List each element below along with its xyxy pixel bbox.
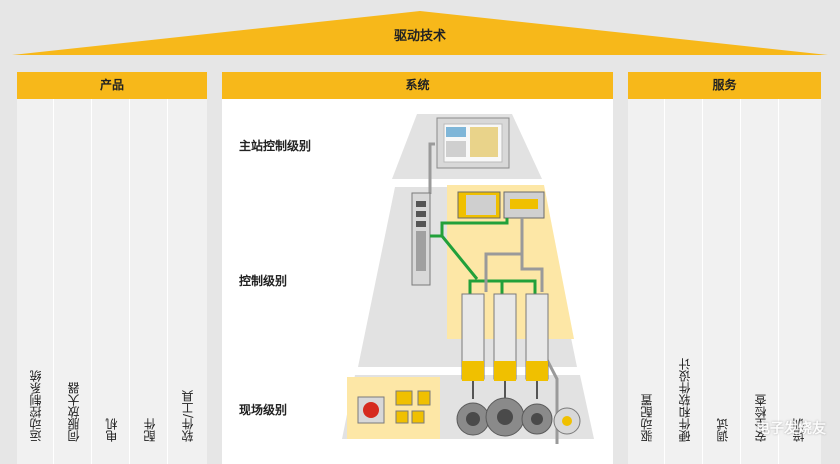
- product-label: 配件: [143, 418, 157, 442]
- service-label: 调试: [716, 418, 730, 442]
- service-label: 驱动配置: [640, 394, 654, 442]
- product-label: 运动控制系统: [29, 370, 43, 442]
- service-strip: 硬件和软件设计: [666, 99, 703, 464]
- product-label: 软件/工具: [181, 389, 195, 442]
- products-column: 产品 运动控制系统 伺服放大器 电机 配件 软件/工具: [17, 72, 207, 464]
- product-strip: 配件: [131, 99, 168, 464]
- service-strip: 调试: [704, 99, 741, 464]
- field-sensor: [417, 390, 431, 406]
- products-body: 运动控制系统 伺服放大器 电机 配件 软件/工具: [17, 99, 207, 464]
- service-strip: 驱动配置: [628, 99, 665, 464]
- service-strip: 安全检查: [742, 99, 779, 464]
- services-body: 驱动配置 硬件和软件设计 调试 安全检查 培训: [628, 99, 821, 464]
- wire: [484, 252, 522, 292]
- level-label-control: 控制级别: [239, 274, 288, 288]
- services-header: 服务: [628, 72, 821, 99]
- service-strip: 培训: [780, 99, 816, 464]
- field-sensor: [395, 390, 413, 406]
- roof-title: 驱动技术: [393, 29, 446, 44]
- system-column: 系统: [222, 72, 613, 464]
- roof-banner: [12, 11, 828, 55]
- product-strip: 伺服放大器: [55, 99, 92, 464]
- products-header: 产品: [17, 72, 207, 99]
- level-label-field: 现场级别: [239, 403, 288, 417]
- network-line: [440, 235, 479, 280]
- network-line: [430, 218, 509, 238]
- system-pyramid: [342, 114, 594, 444]
- services-column: 服务 驱动配置 硬件和软件设计 调试 安全检查 培训: [628, 72, 821, 464]
- product-strip: 电机: [93, 99, 130, 464]
- level-label-master: 主站控制级别: [239, 139, 312, 153]
- product-label: 电机: [105, 418, 119, 442]
- product-label: 伺服放大器: [67, 382, 81, 442]
- system-header: 系统: [222, 72, 613, 99]
- field-sensor: [395, 410, 409, 424]
- product-strip: 软件/工具: [169, 99, 205, 464]
- field-sensor: [411, 410, 425, 424]
- watermark: 电子发烧友: [756, 421, 826, 437]
- product-strip: 运动控制系统: [17, 99, 54, 464]
- service-label: 硬件和软件设计: [678, 358, 692, 442]
- wire: [520, 218, 544, 292]
